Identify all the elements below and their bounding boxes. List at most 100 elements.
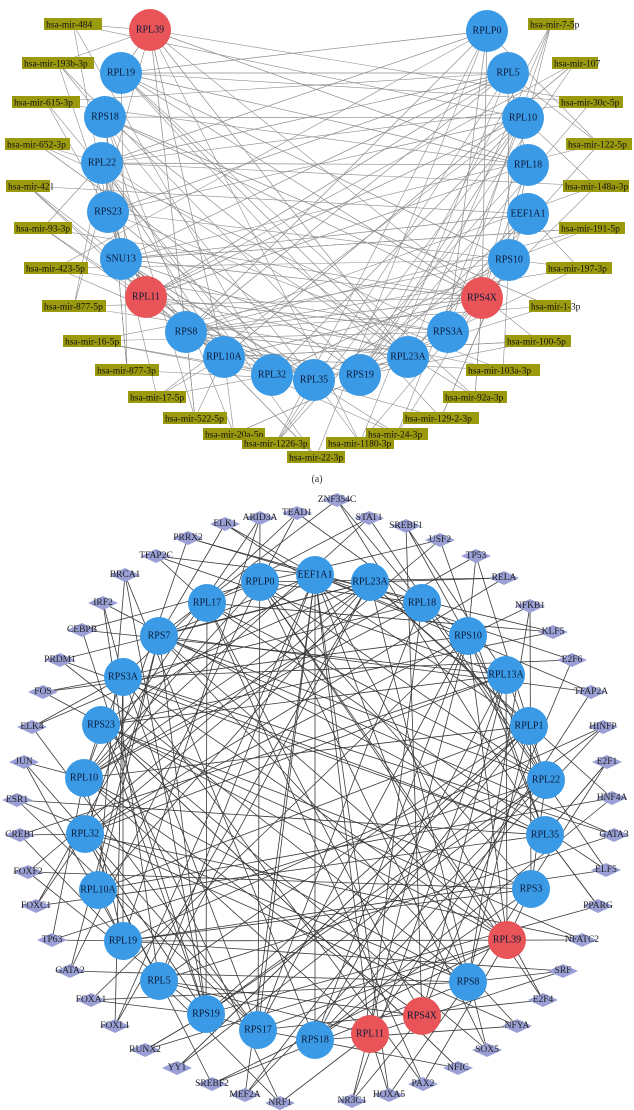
edge-b-gene-gene <box>257 574 316 1031</box>
edge-b-tf-gene <box>122 676 615 836</box>
edge-a-mirna-gene <box>101 162 597 187</box>
edge-b-tf-gene <box>51 779 547 941</box>
edge-a-gene-gene <box>104 116 524 119</box>
tf-node-gata3: GATA3 <box>599 828 629 842</box>
tf-node-gata2: GATA2 <box>55 964 85 978</box>
tf-label: NFATC2 <box>565 935 599 945</box>
tf-label: TFAP2A <box>574 687 608 697</box>
mirna-box <box>95 364 159 376</box>
gene-label: RPL19 <box>107 68 135 79</box>
gene-circle <box>507 144 549 186</box>
edge-b-tf-gene <box>84 833 518 1027</box>
tf-diamond <box>337 1094 367 1108</box>
gene-circle <box>66 815 104 853</box>
edge-b-gene-gene <box>84 635 469 835</box>
tf-diamond <box>592 755 622 769</box>
edge-b-gene-gene <box>259 581 423 604</box>
edge-b-gene-gene <box>158 980 423 1017</box>
tf-node-prdm1: PRDM1 <box>44 653 76 667</box>
edge-b-gene-gene <box>122 676 259 1031</box>
tf-label: NRF1 <box>268 1098 291 1108</box>
gene-label: SNU13 <box>106 254 136 265</box>
mirna-box <box>546 262 612 274</box>
tf-node-fos: FOS <box>28 685 58 699</box>
gene-label: RPL22 <box>532 775 560 786</box>
edge-a-gene-gene <box>120 72 483 299</box>
tf-diamond <box>425 533 455 547</box>
edge-a-gene-gene <box>107 117 524 213</box>
gene-label: RPL10A <box>206 352 242 363</box>
edge-b-tf-gene <box>100 724 583 941</box>
gene-circle <box>82 706 120 744</box>
tf-label: E2F4 <box>533 995 554 1005</box>
tf-label: NFIC <box>447 1063 469 1073</box>
mirna-label: hsa-mir-191-5p <box>561 225 620 235</box>
mirna-box <box>466 364 540 376</box>
gene-label: RPL39 <box>136 25 164 36</box>
tf-diamond <box>354 511 384 525</box>
gene-label: RPL22 <box>88 158 116 169</box>
edge-b-tf-gene <box>122 940 564 972</box>
gene-circle <box>129 9 171 51</box>
tf-node-rela: RELA <box>489 571 519 585</box>
gene-node-rps10: RPS10 <box>449 617 487 655</box>
gene-label: RPS8 <box>457 977 480 988</box>
edge-b-tf-gene <box>16 799 546 836</box>
edge-b-gene-gene <box>83 725 530 779</box>
edge-b-tf-gene <box>259 581 488 1051</box>
mirna-node-hsa-mir-122-5p: hsa-mir-122-5p <box>566 138 632 151</box>
edge-b-tf-gene <box>257 1029 459 1069</box>
gene-label: RPS18 <box>91 112 119 123</box>
edge-a-mirna-gene <box>396 297 483 435</box>
tf-node-tp53: TP53 <box>461 549 491 563</box>
mirna-label: hsa-mir-522-5p <box>165 415 224 425</box>
edge-b-tf-gene <box>69 635 160 972</box>
tf-node-nfic: NFIC <box>443 1061 473 1075</box>
tf-node-nr3c1: NR3C1 <box>337 1094 367 1108</box>
tf-node-hnf4a: HNF4A <box>597 791 627 805</box>
mirna-box <box>5 138 70 150</box>
tf-label: STAT1 <box>356 513 383 523</box>
mirna-box <box>528 18 574 30</box>
tf-label: FOS <box>34 687 51 697</box>
mirna-node-hsa-mir-191-5p: hsa-mir-191-5p <box>559 222 625 235</box>
mirna-label: hsa-mir-22-3p <box>289 454 343 464</box>
edge-a-mirna-gene <box>120 227 593 260</box>
mirna-label: hsa-mir-423-5p <box>26 265 85 275</box>
edge-b-gene-gene <box>369 602 423 1035</box>
edge-b-tf-gene <box>158 523 226 637</box>
edge-b-tf-gene <box>211 939 508 1085</box>
mirna-label: hsa-mir-30c-5p <box>561 99 620 109</box>
mirna-label: hsa-mir-877-5p <box>44 303 103 313</box>
edge-b-gene-gene <box>84 674 507 835</box>
edge-a-mirna-gene <box>447 23 552 333</box>
tf-diamond <box>230 1088 260 1102</box>
mirna-node-hsa-mir-484: hsa-mir-484 <box>44 18 102 31</box>
gene-label: RPS3A <box>108 672 139 683</box>
edge-a-mirna-gene <box>145 296 504 371</box>
edge-b-gene-gene <box>122 602 423 678</box>
edge-b-tf-gene <box>114 574 316 1027</box>
gene-node-rpl32: RPL32 <box>66 815 104 853</box>
edge-b-tf-gene <box>59 659 546 836</box>
gene-label: RPL32 <box>71 829 99 840</box>
gene-node-rpl39: RPL39 <box>129 9 171 51</box>
gene-circle <box>79 871 117 909</box>
tf-label: ESR1 <box>6 795 28 805</box>
tf-diamond <box>9 755 39 769</box>
tf-label: PPARG <box>583 901 613 911</box>
tf-label: RUNX2 <box>129 1045 161 1055</box>
tf-diamond <box>55 964 85 978</box>
gene-node-rpl18: RPL18 <box>507 144 549 186</box>
gene-label: RPS7 <box>148 631 171 642</box>
edge-b-tf-gene <box>206 602 554 633</box>
tf-label: GATA2 <box>55 966 85 976</box>
mirna-label: hsa-mir-484 <box>46 21 92 31</box>
edge-b-tf-gene <box>81 581 261 631</box>
edge-a-mirna-gene <box>145 62 576 298</box>
panel-a-label: (a) <box>311 474 322 485</box>
tf-diamond <box>5 828 35 842</box>
mirna-label: hsa-mir-129-2-3p <box>405 415 472 425</box>
edge-b-tf-gene <box>23 761 259 1031</box>
